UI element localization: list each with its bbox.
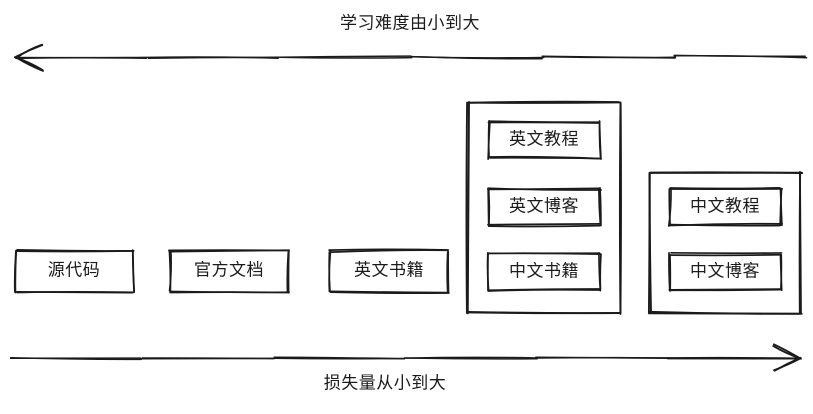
group-group-english-edge-top: [467, 100, 620, 104]
node-english-blog-edge-top: [487, 187, 601, 191]
node-english-books-edge-left: [328, 250, 332, 293]
difficulty-axis-arrow-head: [16, 57, 44, 72]
node-english-books-edge-bottom: [329, 290, 449, 294]
loss-axis-arrow-shaft: [9, 356, 142, 361]
node-english-blog-edge-bottom: [487, 222, 602, 226]
node-source-code-edge-bottom: [16, 290, 135, 294]
node-english-books-fill: [330, 251, 448, 292]
node-source-code-edge-left: [14, 251, 18, 294]
loss-axis-arrow-head: [773, 357, 802, 372]
node-english-blog-edge-bottom: [488, 224, 601, 228]
difficulty-axis-arrow-shaft: [278, 55, 412, 58]
node-chinese-tutorial-edge-bottom: [668, 222, 784, 227]
node-english-blog-edge-left: [487, 188, 490, 227]
node-source-code-fill: [16, 251, 133, 292]
node-chinese-blog-edge-top: [669, 253, 782, 257]
node-english-tutorial-fill: [489, 122, 600, 158]
group-group-english-edge-left: [465, 101, 469, 314]
node-chinese-blog-edge-right: [780, 253, 783, 290]
loss-axis-arrow-shaft: [403, 357, 538, 360]
node-official-docs-edge-top: [168, 249, 290, 253]
group-group-english-edge-left: [466, 101, 470, 315]
group-group-chinese-edge-left: [647, 172, 651, 315]
node-label-source-code: 源代码: [47, 260, 101, 281]
node-english-tutorial-edge-bottom: [489, 156, 602, 160]
node-chinese-tutorial-edge-right: [779, 188, 783, 227]
node-chinese-books-edge-right: [599, 253, 602, 290]
node-official-docs-fill: [170, 251, 288, 292]
loss-axis-arrow-shaft: [141, 357, 275, 360]
node-label-english-blog: 英文博客: [509, 196, 579, 217]
node-chinese-books-fill: [489, 254, 600, 290]
node-source-code-edge-top: [15, 250, 135, 253]
node-english-tutorial-edge-top: [487, 121, 600, 124]
node-english-books-edge-top: [330, 249, 449, 253]
node-english-tutorial-edge-right: [598, 120, 602, 160]
node-chinese-blog-edge-bottom: [668, 288, 782, 291]
node-chinese-books-edge-bottom: [487, 288, 601, 292]
node-chinese-tutorial-fill: [670, 189, 781, 225]
node-label-english-tutorial: 英文教程: [509, 129, 579, 150]
node-label-chinese-tutorial: 中文教程: [690, 196, 760, 217]
node-chinese-blog-fill: [670, 254, 781, 290]
node-english-blog-fill: [489, 189, 600, 225]
node-chinese-tutorial-edge-left: [667, 187, 672, 227]
node-label-official-docs: 官方文档: [194, 260, 264, 281]
node-official-docs-edge-bottom: [169, 290, 290, 294]
difficulty-axis-arrow-shaft: [410, 55, 545, 59]
difficulty-axis-label: 学习难度由小到大: [340, 13, 480, 34]
node-source-code-edge-right: [132, 251, 136, 293]
difficulty-axis-arrow-shaft: [541, 55, 676, 59]
loss-axis-label: 损失量从小到大: [323, 373, 447, 394]
node-official-docs-edge-left: [168, 250, 172, 292]
node-english-blog-edge-right: [599, 187, 602, 227]
node-label-chinese-books: 中文书籍: [509, 261, 579, 282]
node-label-chinese-blog: 中文博客: [690, 261, 760, 282]
node-english-books-edge-right: [446, 251, 449, 293]
group-group-english-edge-right: [618, 101, 622, 315]
node-label-english-books: 英文书籍: [354, 260, 424, 281]
difficulty-axis-arrow-head: [15, 43, 44, 59]
difficulty-axis-arrow-shaft: [673, 55, 808, 59]
group-group-english-edge-bottom: [466, 311, 622, 315]
loss-axis-arrow-shaft: [666, 356, 801, 359]
node-chinese-blog-edge-left: [668, 251, 671, 292]
loss-axis-arrow-head: [772, 345, 802, 360]
difficulty-axis-arrow-shaft: [147, 56, 280, 59]
